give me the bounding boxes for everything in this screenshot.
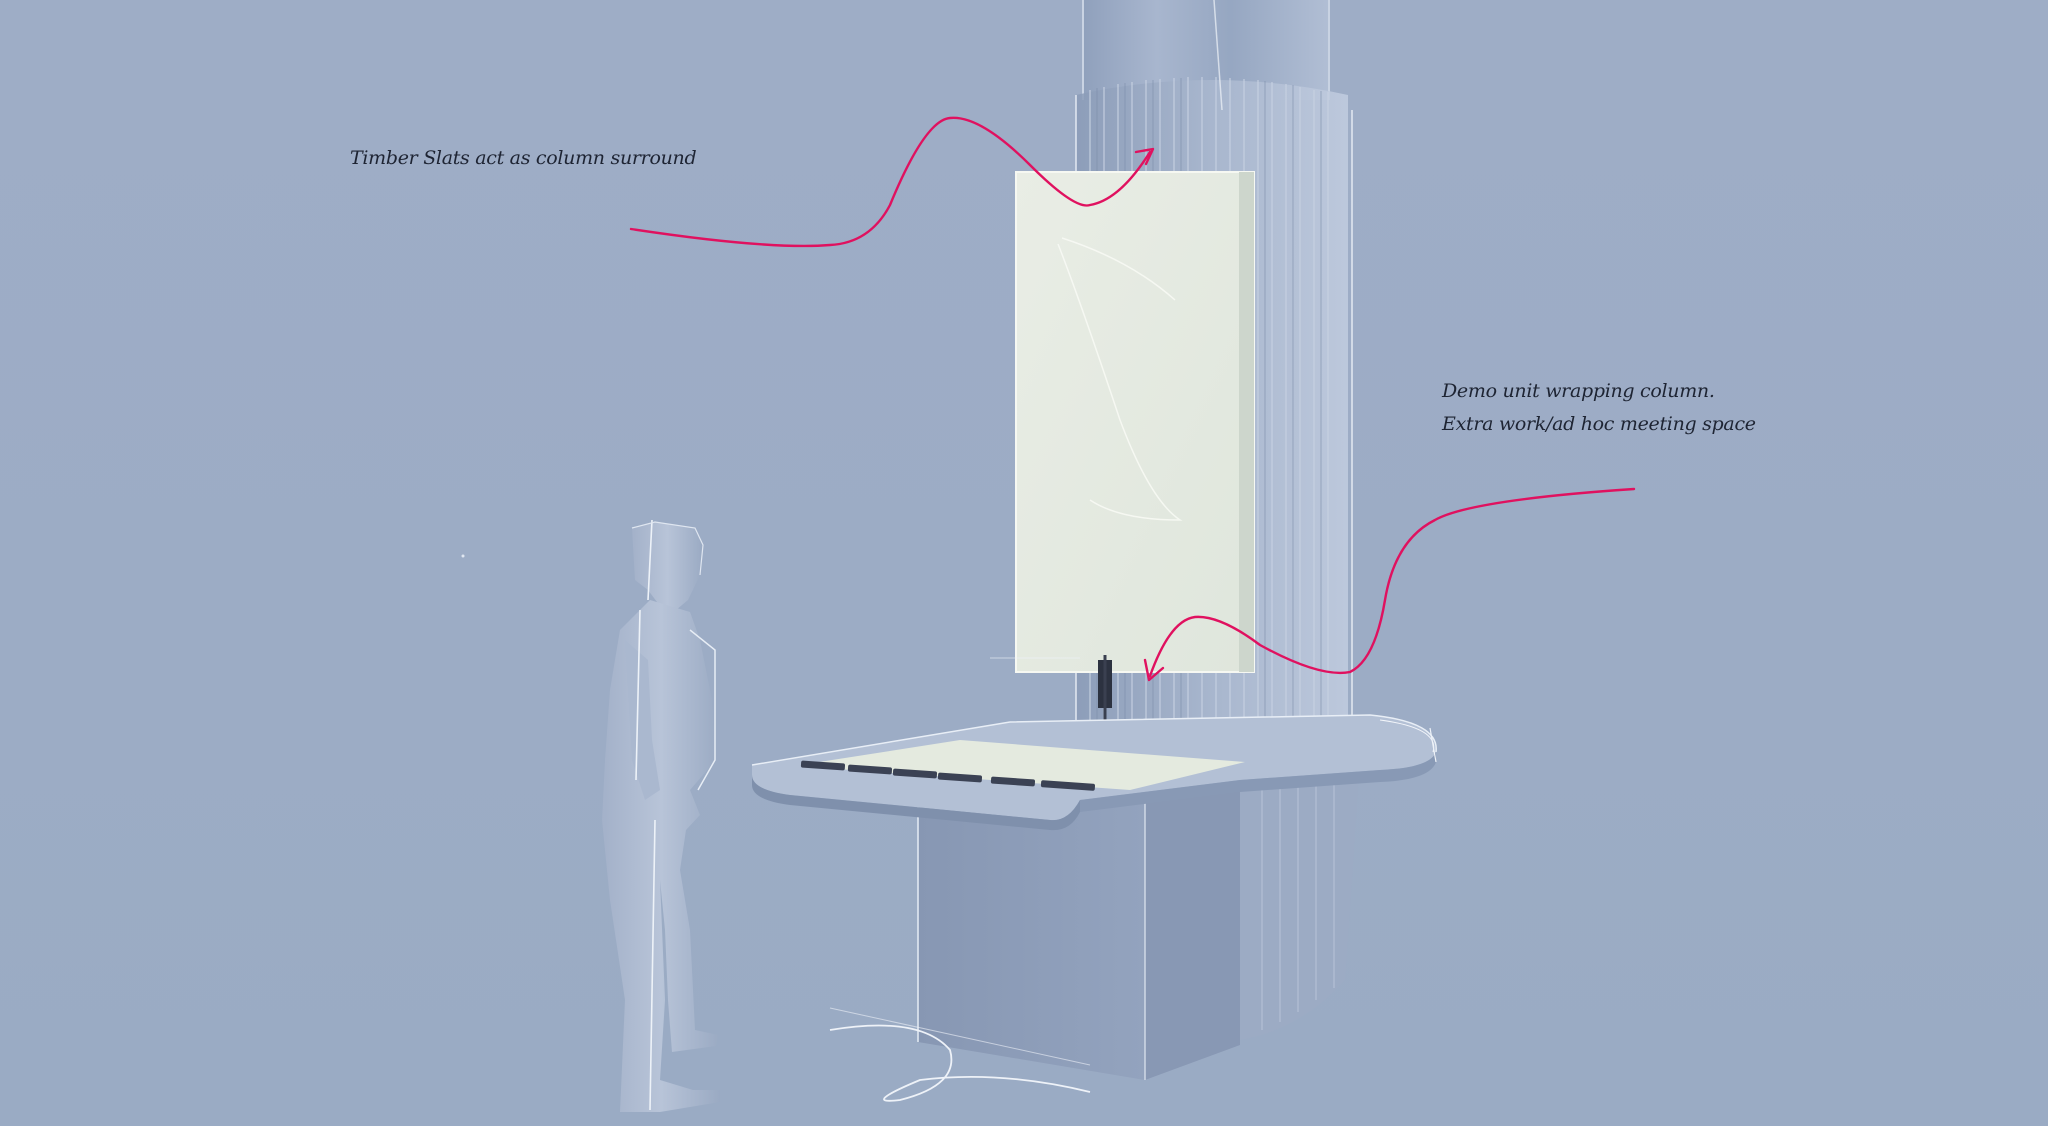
display-screen (1015, 171, 1255, 673)
tabletop (751, 714, 1437, 831)
demo-unit-note: Demo unit wrapping column. Extra work/ad… (1442, 375, 1756, 441)
curved-arrow-icon (629, 116, 1636, 682)
table-base (917, 760, 1360, 1080)
human-figure-icon (461, 519, 720, 1112)
column-surround-note: Timber Slats act as column surround (350, 147, 697, 169)
demo-unit-note-line-2: Extra work/ad hoc meeting space (1442, 413, 1756, 435)
demo-unit-note-line-1: Demo unit wrapping column. (1442, 380, 1715, 402)
sketch-lines (829, 657, 1437, 1102)
device-tablets (800, 760, 1096, 791)
